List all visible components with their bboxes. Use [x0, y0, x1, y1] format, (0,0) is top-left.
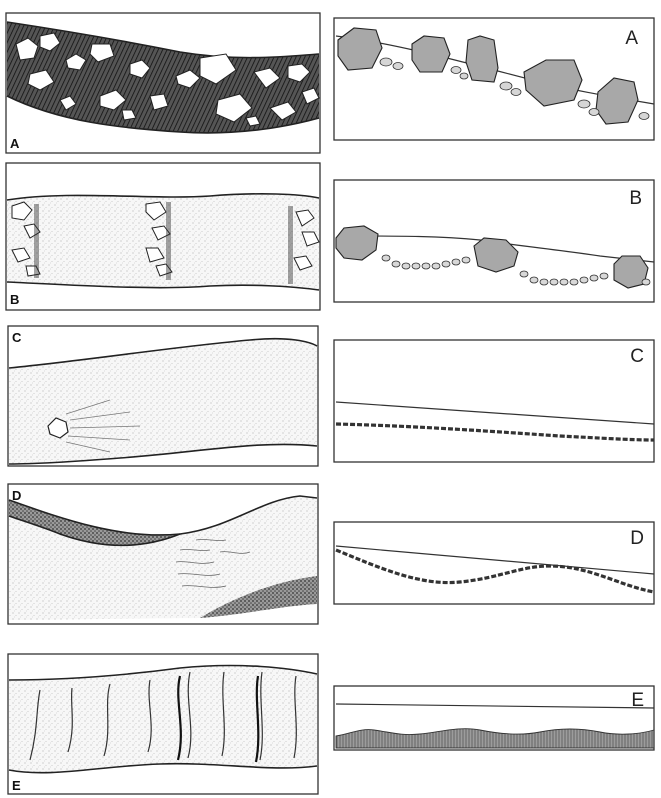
profile-view-e: E: [334, 686, 654, 750]
plan-view-a: A: [6, 13, 320, 153]
plan-view-e: E: [8, 654, 318, 794]
profile-view-b: B: [334, 180, 654, 302]
profile-frame-d: [334, 522, 654, 604]
plan-label-a: A: [10, 136, 20, 151]
plan-view-d: D: [8, 484, 318, 624]
plan-label-e: E: [12, 778, 21, 793]
profile-label-e: E: [631, 690, 644, 711]
profile-label-b: B: [629, 188, 642, 209]
profile-view-d: D: [334, 522, 654, 604]
profile-label-d: D: [630, 528, 644, 549]
dune-bed-e: [9, 666, 317, 773]
profile-frame-c: [334, 340, 654, 462]
panel-e: E E: [8, 654, 654, 794]
profile-label-a: A: [625, 28, 638, 49]
panel-b: B B: [6, 163, 654, 310]
profile-label-c: C: [630, 346, 644, 367]
plan-view-c: C: [8, 326, 318, 466]
profile-view-c: C: [334, 340, 654, 462]
plan-label-d: D: [12, 488, 21, 503]
panel-a: A A: [6, 13, 654, 153]
plan-label-c: C: [12, 330, 22, 345]
panel-c: C C: [8, 326, 654, 466]
panel-d: D D: [8, 484, 654, 624]
profile-view-a: A: [334, 18, 654, 140]
plan-view-b: B: [6, 163, 320, 310]
plan-label-b: B: [10, 292, 19, 307]
